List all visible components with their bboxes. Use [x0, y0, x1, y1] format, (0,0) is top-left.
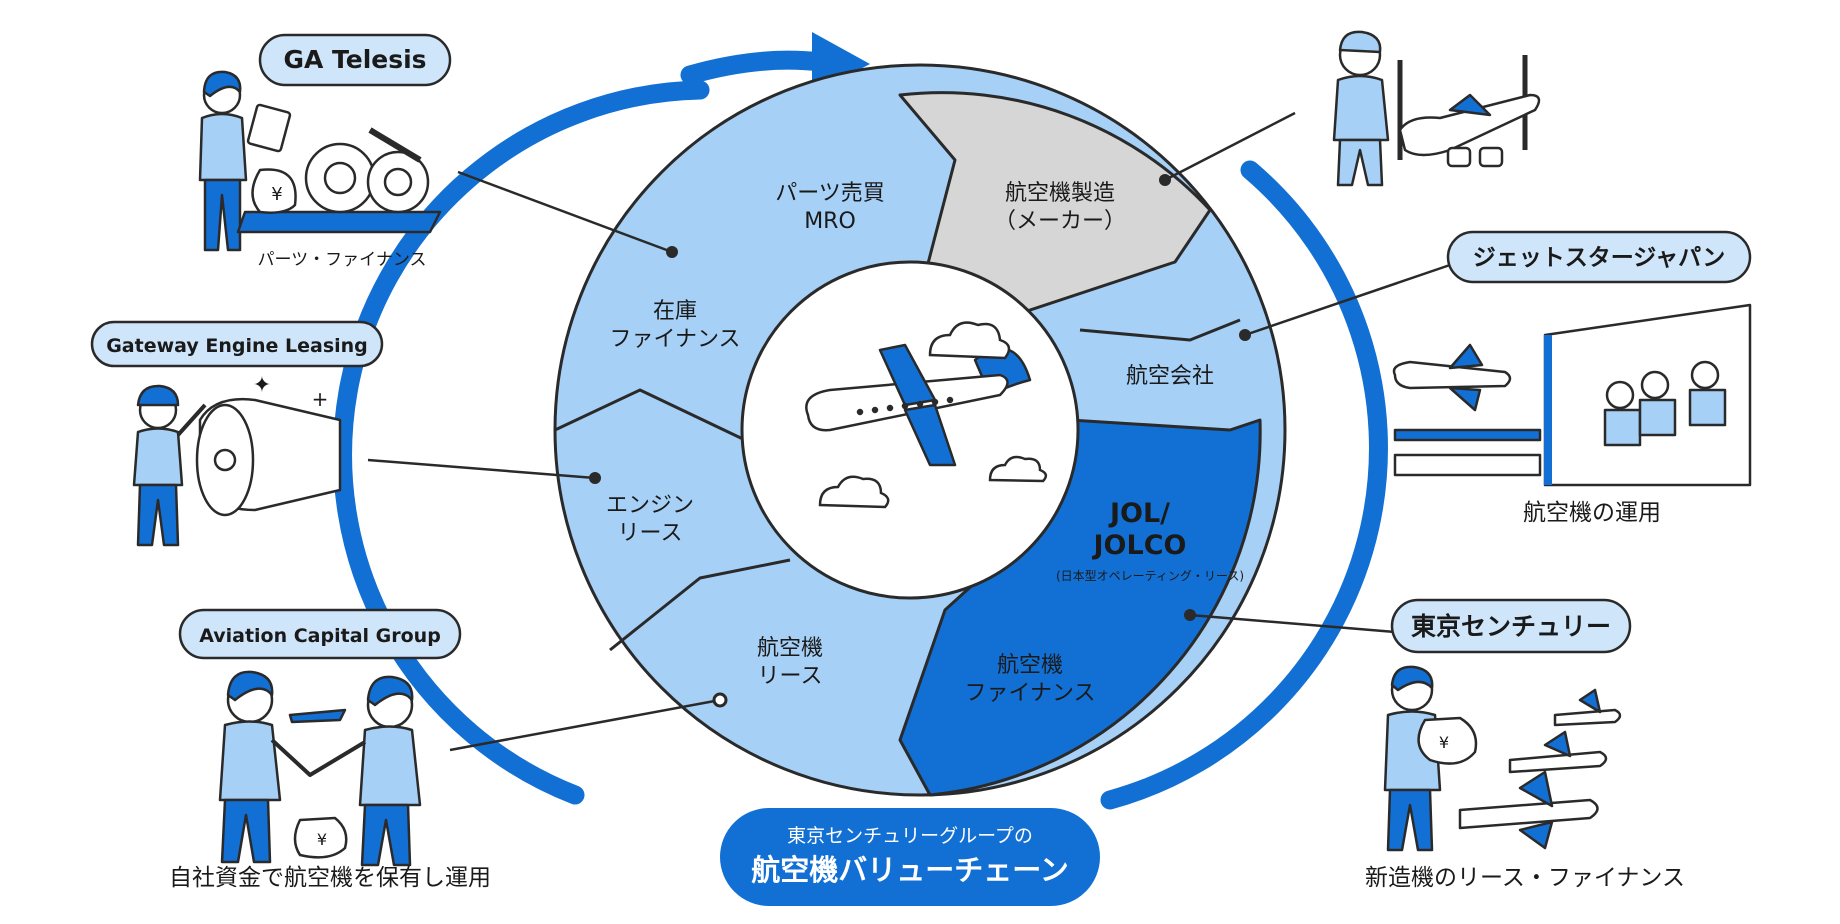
label-aircraft-lease-1: 航空機 — [757, 636, 823, 661]
cycle-arrow-left-arc — [333, 80, 710, 805]
label-jol-2: JOLCO — [1092, 530, 1187, 561]
cloud-icon — [818, 321, 1048, 509]
center-banner: 東京センチュリーグループの 航空機バリューチェーン — [720, 808, 1100, 906]
cycle-arrow-right-arc — [1100, 160, 1388, 810]
moneybag-yen-icon: ¥ — [317, 830, 327, 849]
cycle-arrow-top-arc — [680, 50, 830, 85]
divider-inventory-engine — [554, 388, 746, 442]
company-pills — [90, 33, 1752, 660]
caption-parts-finance: パーツ・ファイナンス — [258, 250, 427, 270]
company-tokyo-century: 東京センチュリー — [1411, 612, 1611, 641]
label-airline: 航空会社 — [1126, 364, 1214, 389]
label-aircraft-lease-2: リース — [758, 664, 823, 689]
label-inventory-1: 在庫 — [653, 299, 697, 324]
caption-aircraft-operation: 航空機の運用 — [1523, 500, 1661, 526]
pill-ga-telesis — [258, 33, 452, 87]
label-manufacturing-1: 航空機製造 — [1005, 181, 1115, 206]
hub-plane-icon — [805, 343, 1032, 467]
label-manufacturing-2: （メーカー） — [994, 209, 1126, 234]
parts-person-icon — [198, 70, 442, 252]
connector-dots — [589, 174, 1251, 708]
pill-gateway — [90, 320, 384, 368]
label-parts-trading-2: MRO — [804, 209, 856, 234]
plus-icon: + — [312, 387, 329, 411]
connector-lines — [367, 111, 1451, 752]
segment-manufacturing — [898, 91, 1212, 322]
company-acg: Aviation Capital Group — [199, 625, 441, 647]
divider-airline — [1079, 318, 1241, 342]
airline-operation-icon — [1392, 303, 1752, 487]
pill-acg — [178, 608, 462, 660]
label-jol-note: (日本型オペレーティング・リース) — [1056, 569, 1244, 583]
segment-labels: パーツ売買 MRO 航空機製造 （メーカー） 在庫 ファイナンス 航空会社 エン… — [606, 181, 1244, 706]
engine-person-icon — [132, 384, 342, 547]
label-jol-1: JOL/ — [1108, 498, 1170, 529]
caption-own-fund: 自社資金で航空機を保有し運用 — [169, 865, 491, 891]
company-gateway: Gateway Engine Leasing — [106, 335, 368, 357]
wheel-hub — [740, 260, 1080, 600]
pill-jetstar — [1446, 230, 1752, 284]
label-inventory-2: ファイナンス — [609, 327, 740, 352]
label-engine-2: リース — [618, 521, 683, 546]
cycle-arrows — [333, 32, 1388, 810]
company-ga-telesis: GA Telesis — [283, 45, 426, 74]
company-jetstar: ジェットスタージャパン — [1473, 245, 1726, 271]
label-engine-1: エンジン — [606, 493, 694, 518]
yen-icon: ¥ — [271, 184, 282, 205]
finance-person-icon — [1383, 665, 1622, 852]
pill-tokyo-century — [1390, 598, 1632, 654]
handshake-people-icon — [218, 670, 422, 867]
label-parts-trading-1: パーツ売買 — [775, 181, 885, 206]
sparkle-icon: ✦ — [253, 373, 271, 398]
banner-pill — [720, 808, 1100, 906]
segment-jol-finance — [898, 418, 1262, 797]
caption-new-aircraft: 新造機のリース・ファイナンス — [1365, 865, 1685, 891]
manufacturing-worker-icon — [1332, 30, 1541, 187]
banner-line2: 航空機バリューチェーン — [751, 853, 1069, 887]
label-aircraft-finance-2: ファイナンス — [964, 681, 1095, 706]
label-aircraft-finance-1: 航空機 — [997, 653, 1063, 678]
moneybag-yen-icon-2: ¥ — [1439, 733, 1449, 752]
banner-line1: 東京センチュリーグループの — [787, 825, 1033, 847]
divider-engine-lease — [609, 558, 791, 652]
